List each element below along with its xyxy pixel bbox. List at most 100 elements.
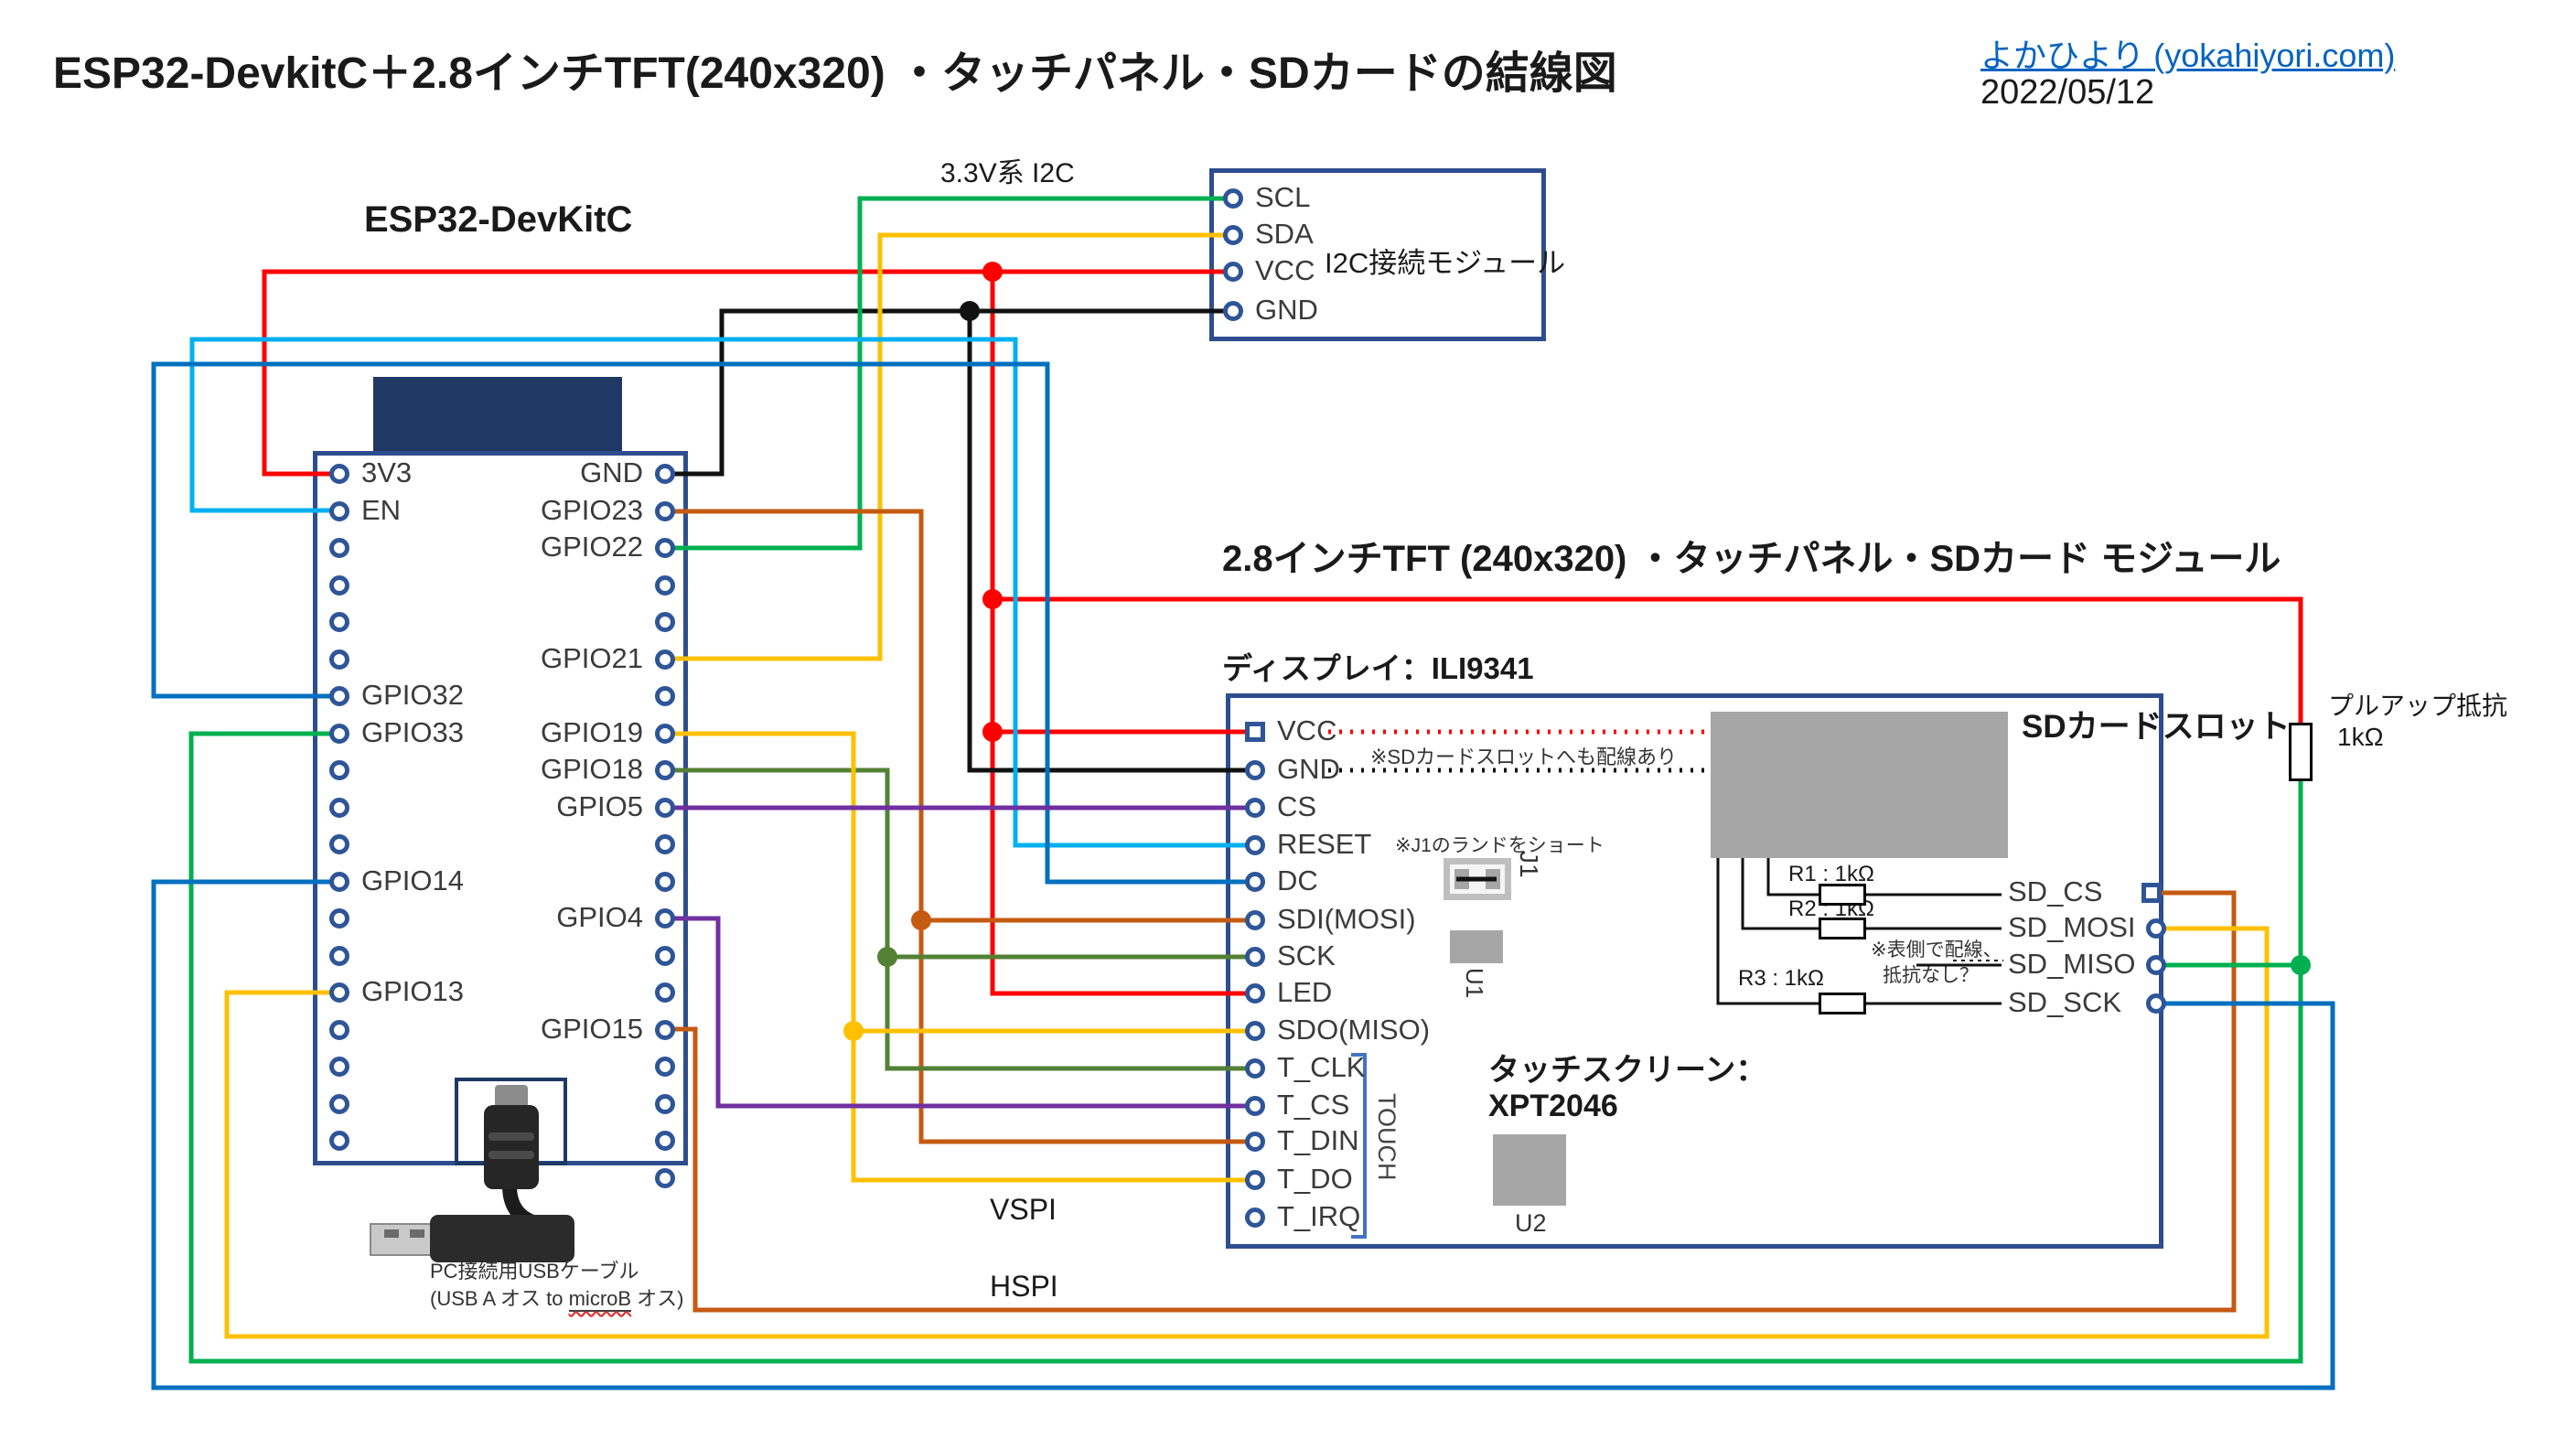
touch-group-label: TOUCH [1373,1093,1401,1181]
j1-label: J1 [1515,851,1543,878]
pin-GPIO19 [655,723,675,744]
sd-pin-label-SD_SCK: SD_SCK [2008,986,2122,1018]
esp32-right-pin-label-GPIO23: GPIO23 [541,493,643,526]
pin-GPIO13 [329,982,349,1003]
pin-T_CLK [1245,1058,1265,1079]
u1-chip [1450,930,1503,963]
pin-nc [655,945,675,966]
pin-SDA [1223,225,1243,245]
pin-GND [655,464,675,484]
wire-green [665,196,1233,551]
wire-brown [665,509,1255,1144]
esp32-right-pin-label-GPIO19: GPIO19 [541,715,643,748]
pullup-resistor [2289,723,2313,781]
esp32-left-pin-label-EN: EN [361,493,402,526]
touchscreen-title-line1: タッチスクリーン： [1488,1053,1767,1088]
junction-dot [911,910,931,930]
pin-GPIO32 [329,686,349,706]
wire-olive [665,767,1255,1071]
pin-SD_MISO [2146,955,2166,975]
pin-nc [655,871,675,892]
i2c-pin-label-SCL: SCL [1255,181,1311,213]
pin-VCC [1223,262,1243,282]
i2c-module-label: I2C接続モジュール [1325,247,1566,279]
pin-nc [655,612,675,632]
tft-pin-label-T_DO: T_DO [1277,1163,1353,1195]
wire-bracket [1351,1053,1367,1239]
tft-pin-label-VCC: VCC [1277,714,1337,746]
pin-GPIO23 [655,500,675,521]
pin-GPIO21 [655,649,675,670]
pin-nc [329,760,349,780]
miso-note-line1: ※表側で配線、 [1871,939,2002,961]
wire-blue [151,361,1253,885]
resistor-r3 [1819,993,1866,1014]
u2-chip [1493,1134,1566,1206]
junction-dot [2291,955,2311,975]
wire-green [188,731,2303,1364]
pin-GPIO14 [329,871,349,892]
pin-SCL [1223,188,1243,209]
miso-note-line2: 抵抗なし？ [1883,965,1979,986]
sd-slot-title: SDカードスロット [2022,709,2291,745]
tft-pin-label-T_IRQ: T_IRQ [1277,1200,1361,1232]
wire-gold [665,232,1233,661]
pin-nc [329,908,349,928]
sd-pin-label-SD_MOSI: SD_MOSI [2008,911,2136,943]
usb-note-line2: (USB A オス to microB オス) [430,1283,684,1312]
esp32-right-pin-label-GND: GND [580,456,643,488]
pin-nc [329,1131,349,1151]
usb-note-line2-suffix: オス) [631,1287,684,1310]
junction-dot [982,262,1003,282]
wire-red [262,269,1233,477]
tft-pin-label-SDO(MISO): SDO(MISO) [1277,1014,1431,1046]
pin-GPIO4 [655,908,675,928]
esp32-title: ESP32-DevKitC [364,199,633,240]
tft-display-label: ディスプレイ：ILI9341 [1222,651,1534,685]
tft-module-heading: 2.8インチTFT (240x320) ・タッチパネル・SDカード モジュール [1222,539,2281,579]
pin-LED [1245,983,1265,1004]
pin-nc [329,1057,349,1077]
tft-pin-label-RESET: RESET [1277,828,1372,860]
sd-slot-image [1711,712,2008,858]
wire-brown [665,890,2237,1313]
esp32-right-pin-label-GPIO4: GPIO4 [556,901,643,933]
resistor-r1 [1819,884,1866,906]
pin-nc [655,1167,675,1188]
tft-pin-label-LED: LED [1277,976,1333,1008]
wire-purple [665,916,1255,1109]
pin-nc [655,574,675,596]
tft-pin-label-CS: CS [1277,790,1317,822]
tft-power-note: ※SDカードスロットへも配線あり [1370,746,1677,768]
tft-pin-label-T_DIN: T_DIN [1277,1124,1359,1156]
wire-black [665,308,1233,477]
wire-black [967,311,1253,773]
r1-label: R1 : 1kΩ [1788,862,1874,886]
u1-label: U1 [1461,968,1488,999]
u2-label: U2 [1515,1209,1547,1237]
pin-GPIO5 [655,797,675,818]
r3-label: R3 : 1kΩ [1738,966,1824,991]
pin-nc [329,945,349,966]
tft-pin-label-SDI(MOSI): SDI(MOSI) [1277,903,1416,935]
junction-dot [843,1021,864,1041]
pin-RESET [1245,835,1265,855]
i2c-pin-label-VCC: VCC [1255,254,1315,286]
pin-nc [655,1093,675,1114]
junction-dot [877,947,897,967]
credit-link[interactable]: よかひより (yokahiyori.com) [1980,37,2396,74]
esp32-right-pin-label-GPIO15: GPIO15 [541,1012,643,1045]
usb-note-microb: microB [568,1287,632,1312]
page-title: ESP32-DevkitC＋2.8インチTFT(240x320) ・タッチパネル… [53,49,1617,98]
pin-T_IRQ [1245,1208,1265,1228]
i2c-pin-label-GND: GND [1255,294,1318,326]
pin-nc [655,1131,675,1151]
i2c-pin-label-SDA: SDA [1255,218,1314,250]
sd-pin-label-SD_CS: SD_CS [2008,875,2103,907]
pin-DC [1245,872,1265,892]
pin-GPIO33 [329,723,349,744]
pin-nc [329,538,349,558]
